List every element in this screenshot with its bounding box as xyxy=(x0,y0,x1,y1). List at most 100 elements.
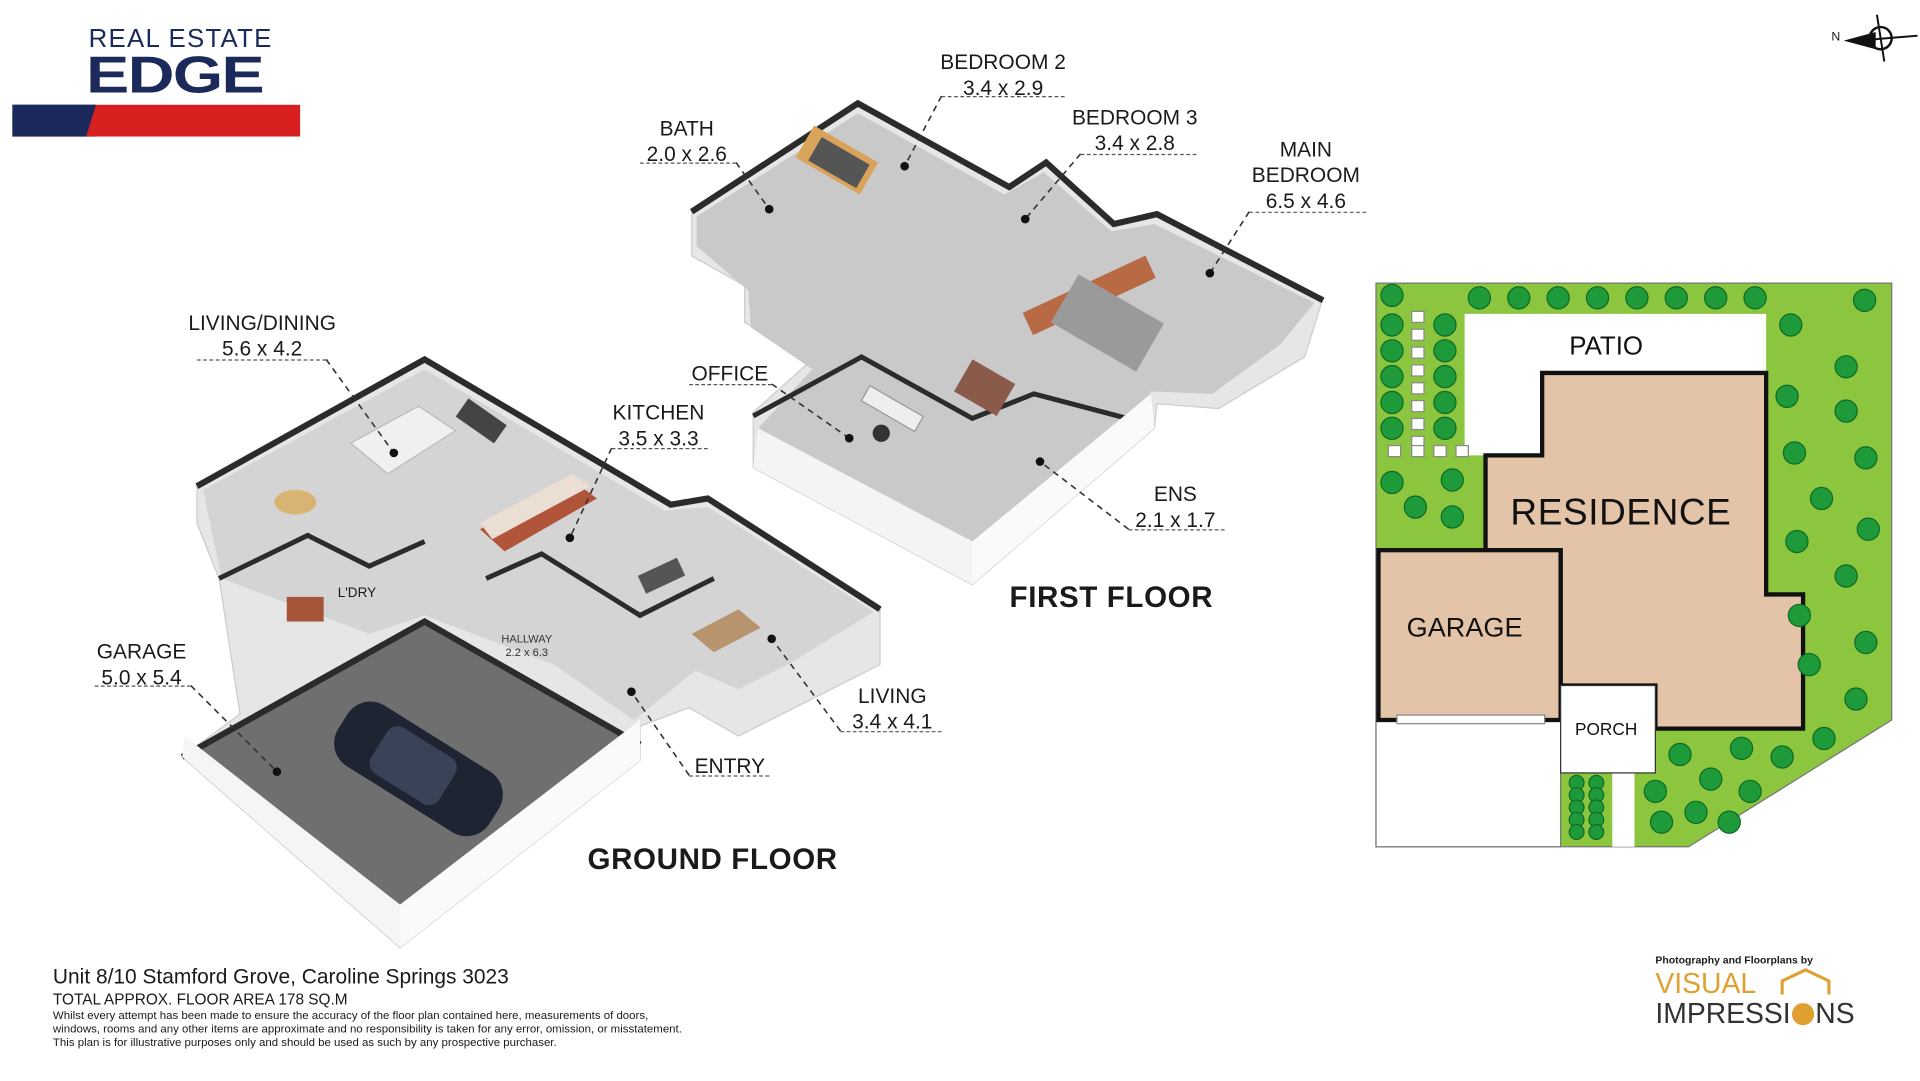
tree-icon xyxy=(1546,286,1570,310)
logo-text-line2: EDGE xyxy=(86,45,265,104)
main-bed-icon xyxy=(1050,274,1164,372)
room-size: 3.4 x 2.8 xyxy=(1094,131,1175,156)
tree-icon xyxy=(1380,470,1404,495)
disclaimer-line: windows, rooms and any other items are a… xyxy=(52,1022,682,1036)
room-size: 6.5 x 4.6 xyxy=(1265,189,1346,213)
stepping-stone xyxy=(1387,444,1402,458)
property-address: Unit 8/10 Stamford Grove, Caroline Sprin… xyxy=(52,964,509,989)
tree-icon xyxy=(1433,390,1457,415)
room-name: BATH xyxy=(659,116,714,141)
tree-icon xyxy=(1812,726,1836,751)
tree-icon xyxy=(1380,364,1404,389)
room-name: OFFICE xyxy=(691,361,769,386)
tree-icon xyxy=(1585,286,1610,310)
site-label-patio: PATIO xyxy=(1569,332,1644,361)
floorplan-render xyxy=(180,95,1325,949)
room-name: BEDROOM 2 xyxy=(940,50,1066,74)
tree-icon xyxy=(1433,416,1457,441)
tree-icon xyxy=(1834,399,1858,423)
stepping-stone xyxy=(1411,400,1425,413)
room-name: ENS xyxy=(1153,482,1197,506)
dash-line xyxy=(1249,211,1367,213)
tree-icon xyxy=(1782,441,1807,465)
brand-text: IMPRESSI xyxy=(1655,996,1791,1029)
room-name: BEDROOM xyxy=(1251,163,1360,188)
tree-icon xyxy=(1433,313,1457,337)
room-size: 3.4 x 2.9 xyxy=(962,76,1044,100)
desk-icon xyxy=(860,384,925,433)
tree-icon xyxy=(1704,286,1728,310)
stepping-stone xyxy=(1411,328,1425,341)
credit-brand-visual: VISUAL xyxy=(1655,967,1757,1000)
stepping-stone xyxy=(1411,310,1425,324)
stepping-stones xyxy=(1387,310,1469,458)
tree-icon xyxy=(1380,283,1404,308)
first-floor-title: FIRST FLOOR xyxy=(1009,580,1214,615)
room-size: 3.4 x 4.1 xyxy=(852,710,933,734)
total-floor-area: TOTAL APPROX. FLOOR AREA 178 SQ.M xyxy=(52,990,348,1009)
aperture-icon xyxy=(1791,1003,1815,1026)
room-size: 2.0 x 2.6 xyxy=(646,142,727,167)
logo-bar-red xyxy=(86,104,301,137)
tree-icon xyxy=(1852,288,1877,313)
dash-line xyxy=(689,775,770,777)
logo-text-line1: REAL ESTATE xyxy=(88,24,273,53)
tree-icon xyxy=(1440,468,1465,492)
room-name: MAIN xyxy=(1279,137,1333,162)
tree-icon xyxy=(1668,742,1692,767)
tree-icon xyxy=(1403,495,1428,519)
site-label-garage: GARAGE xyxy=(1406,611,1523,643)
tree-icon xyxy=(1380,313,1404,337)
tree-icon xyxy=(1797,652,1821,677)
dining-table-icon xyxy=(274,489,317,515)
room-size: 2.1 x 1.7 xyxy=(1135,508,1216,532)
room-name: LIVING xyxy=(858,684,927,708)
dash-line xyxy=(941,96,1065,98)
tree-icon xyxy=(1643,779,1668,804)
tree-icon xyxy=(1664,286,1689,310)
dash-line xyxy=(840,731,942,733)
visual-impressions-logo: Photography and Floorplans by VISUAL IMP… xyxy=(1655,954,1877,1034)
hedge-icon xyxy=(1588,824,1605,841)
office-chair-icon xyxy=(872,424,890,442)
laundry-sink-icon xyxy=(286,596,324,622)
ground-floor-plan xyxy=(180,355,882,949)
room-markers xyxy=(272,161,1215,777)
dash-line xyxy=(689,384,772,386)
compass-icon xyxy=(1843,14,1918,62)
stepping-stone xyxy=(1433,444,1447,458)
tree-icon xyxy=(1440,505,1465,529)
room-size: 5.6 x 4.2 xyxy=(222,337,303,361)
room-name: BEDROOM 3 xyxy=(1071,105,1198,130)
tree-icon xyxy=(1787,603,1812,628)
room-size: 2.2 x 6.3 xyxy=(505,646,549,659)
wardrobe-icon xyxy=(954,359,1016,416)
north-compass: N xyxy=(1829,10,1920,65)
tree-icon xyxy=(1717,810,1741,834)
tree-icon xyxy=(1649,810,1674,834)
tree-icon xyxy=(1467,286,1492,310)
room-size: 5.0 x 5.4 xyxy=(101,665,182,690)
ground-floor-title: GROUND FLOOR xyxy=(587,843,838,877)
driveway xyxy=(1375,720,1562,848)
room-name: L'DRY xyxy=(337,585,377,601)
tree-icon xyxy=(1699,767,1723,791)
stepping-stone xyxy=(1411,417,1425,431)
trees xyxy=(1380,283,1881,841)
room-name: KITCHEN xyxy=(612,401,705,425)
tree-icon xyxy=(1775,384,1799,409)
tv-icon xyxy=(455,398,507,444)
tree-icon xyxy=(1625,286,1649,310)
credit-caption: Photography and Floorplans by xyxy=(1655,953,1813,967)
house-outline-icon xyxy=(1780,968,1831,995)
room-name: ENTRY xyxy=(694,754,766,778)
tree-icon xyxy=(1743,286,1767,310)
hedge-icon xyxy=(1568,824,1585,841)
tree-icon xyxy=(1380,339,1404,363)
